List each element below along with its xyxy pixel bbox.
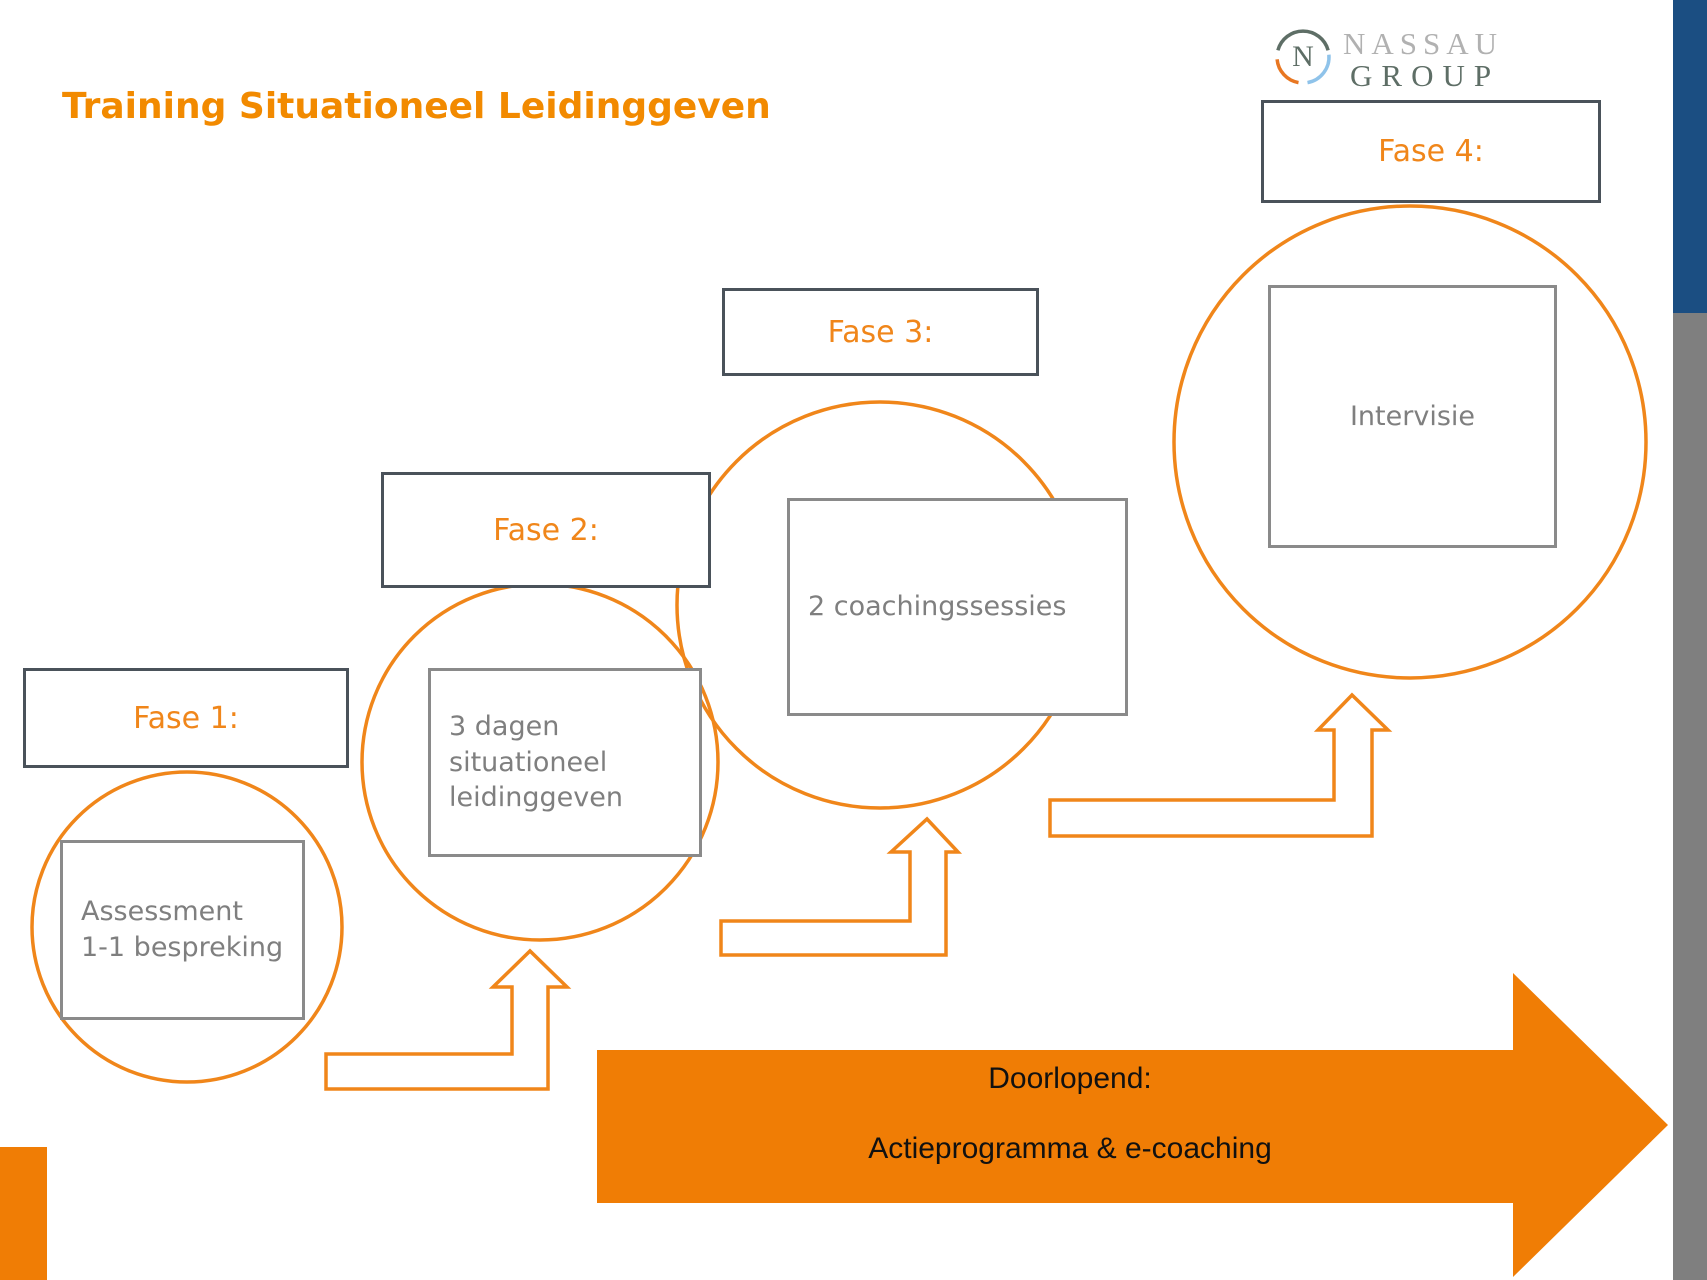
logo-ring-left-arc	[1275, 59, 1299, 85]
edge-strip-blue	[1673, 0, 1707, 313]
phase-1-circle	[30, 770, 344, 1084]
fase-2-box: Fase 2:	[381, 472, 711, 588]
phase-1-content: Assessment 1-1 bespreking	[81, 896, 284, 963]
elbow-arrow-3	[1048, 692, 1393, 838]
fase-4-box: Fase 4:	[1261, 100, 1601, 203]
phase-4-circle	[1172, 204, 1648, 680]
phase-4-content-box: Intervisie	[1268, 285, 1557, 548]
logo-name-top: NASSAU	[1343, 26, 1504, 61]
logo-ring-top-arc	[1276, 29, 1330, 51]
page-title: Training Situationeel Leidinggeven	[62, 86, 771, 127]
phase-1-content-box: Assessment 1-1 bespreking	[60, 840, 305, 1020]
banner-line-2: Actieprogramma & e-coaching	[868, 1132, 1272, 1165]
logo-ring-right-arc	[1307, 54, 1331, 85]
elbow-arrow-1	[324, 948, 572, 1091]
fase-1-box: Fase 1:	[23, 668, 349, 768]
banner-line-1: Doorlopend:	[988, 1062, 1152, 1095]
edge-strip-gray	[1673, 313, 1707, 1280]
phase-2-content-box: 3 dagen situationeel leidinggeven	[428, 668, 702, 857]
fase-3-label: Fase 3:	[827, 314, 934, 350]
fase-2-label: Fase 2:	[493, 512, 599, 548]
corner-accent	[0, 1147, 47, 1280]
fase-4-label: Fase 4:	[1378, 134, 1484, 169]
fase-3-box: Fase 3:	[722, 288, 1039, 376]
logo-letter: N	[1292, 40, 1314, 73]
logo-ring	[1275, 29, 1331, 85]
phase-3-content: 2 coachingssessies	[808, 591, 1067, 623]
phase-2-content: 3 dagen situationeel leidinggeven	[449, 710, 623, 814]
logo-name-bottom: GROUP	[1350, 58, 1501, 93]
continuous-arrow	[597, 973, 1668, 1277]
elbow-arrow-2	[719, 816, 963, 957]
phase-4-content: Intervisie	[1349, 400, 1476, 432]
phase-3-content-box: 2 coachingssessies	[787, 498, 1128, 716]
fase-1-label: Fase 1:	[133, 700, 239, 736]
